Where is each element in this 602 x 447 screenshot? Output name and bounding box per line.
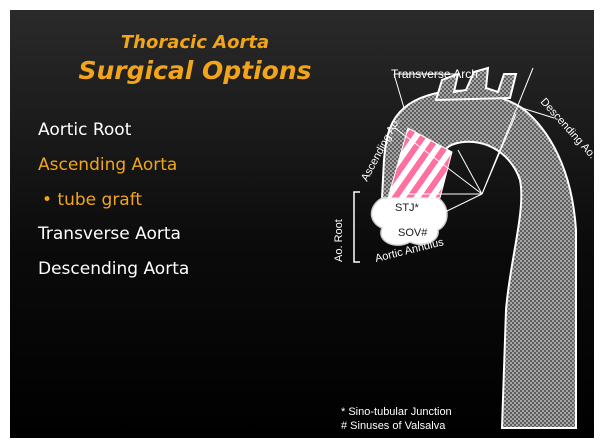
ao-root-brace: [354, 192, 360, 262]
label-ao-root: Ao. Root: [333, 219, 345, 262]
aorta-diagram: Transverse Arch Ascending Ao. Descending…: [10, 10, 594, 438]
label-stj: STJ*: [395, 202, 420, 214]
label-transverse-arch: Transverse Arch: [391, 67, 478, 81]
footnote-stj: * Sino-tubular Junction: [341, 406, 452, 418]
label-sov: SOV#: [398, 227, 428, 239]
slide: Thoracic Aorta Surgical Options Aortic R…: [10, 10, 594, 438]
footnote-sov: # Sinuses of Valsalva: [341, 420, 446, 432]
